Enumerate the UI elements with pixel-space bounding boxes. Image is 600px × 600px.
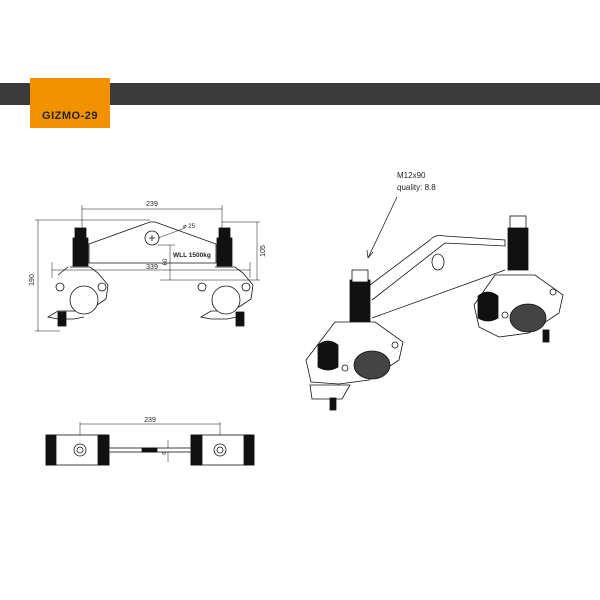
iso-view: M12x90 quality: 8.8 [305, 171, 564, 411]
product-code: GIZMO-29 [42, 110, 98, 122]
header-bar [0, 83, 600, 105]
bolt-right-iso [507, 227, 529, 271]
clamp-right-iso [473, 274, 564, 343]
dim-60: 60 [163, 258, 169, 265]
dim-239: 239 [146, 201, 158, 208]
dim-239-top: 239 [144, 417, 156, 424]
front-view: 239 190 105 339 60 ⌀ 25 WLL 1500kg [29, 201, 267, 332]
dim-339: 339 [146, 264, 158, 271]
bolt-quality: quality: 8.8 [397, 183, 436, 192]
bolt-left [72, 237, 89, 267]
clamp-left [46, 266, 109, 327]
top-view: 239 60 [45, 417, 255, 466]
clamp-right [197, 266, 254, 327]
bolt-left-iso [349, 279, 371, 323]
bolt-right [216, 237, 233, 267]
wll-label: WLL 1500kg [173, 252, 211, 259]
product-tag: GIZMO-29 [30, 78, 110, 128]
dim-105: 105 [260, 245, 267, 257]
hole-diameter: ⌀ 25 [183, 224, 196, 230]
bolt-spec: M12x90 [397, 171, 426, 180]
dim-190: 190 [29, 274, 36, 286]
clamp-left-iso [305, 321, 404, 411]
